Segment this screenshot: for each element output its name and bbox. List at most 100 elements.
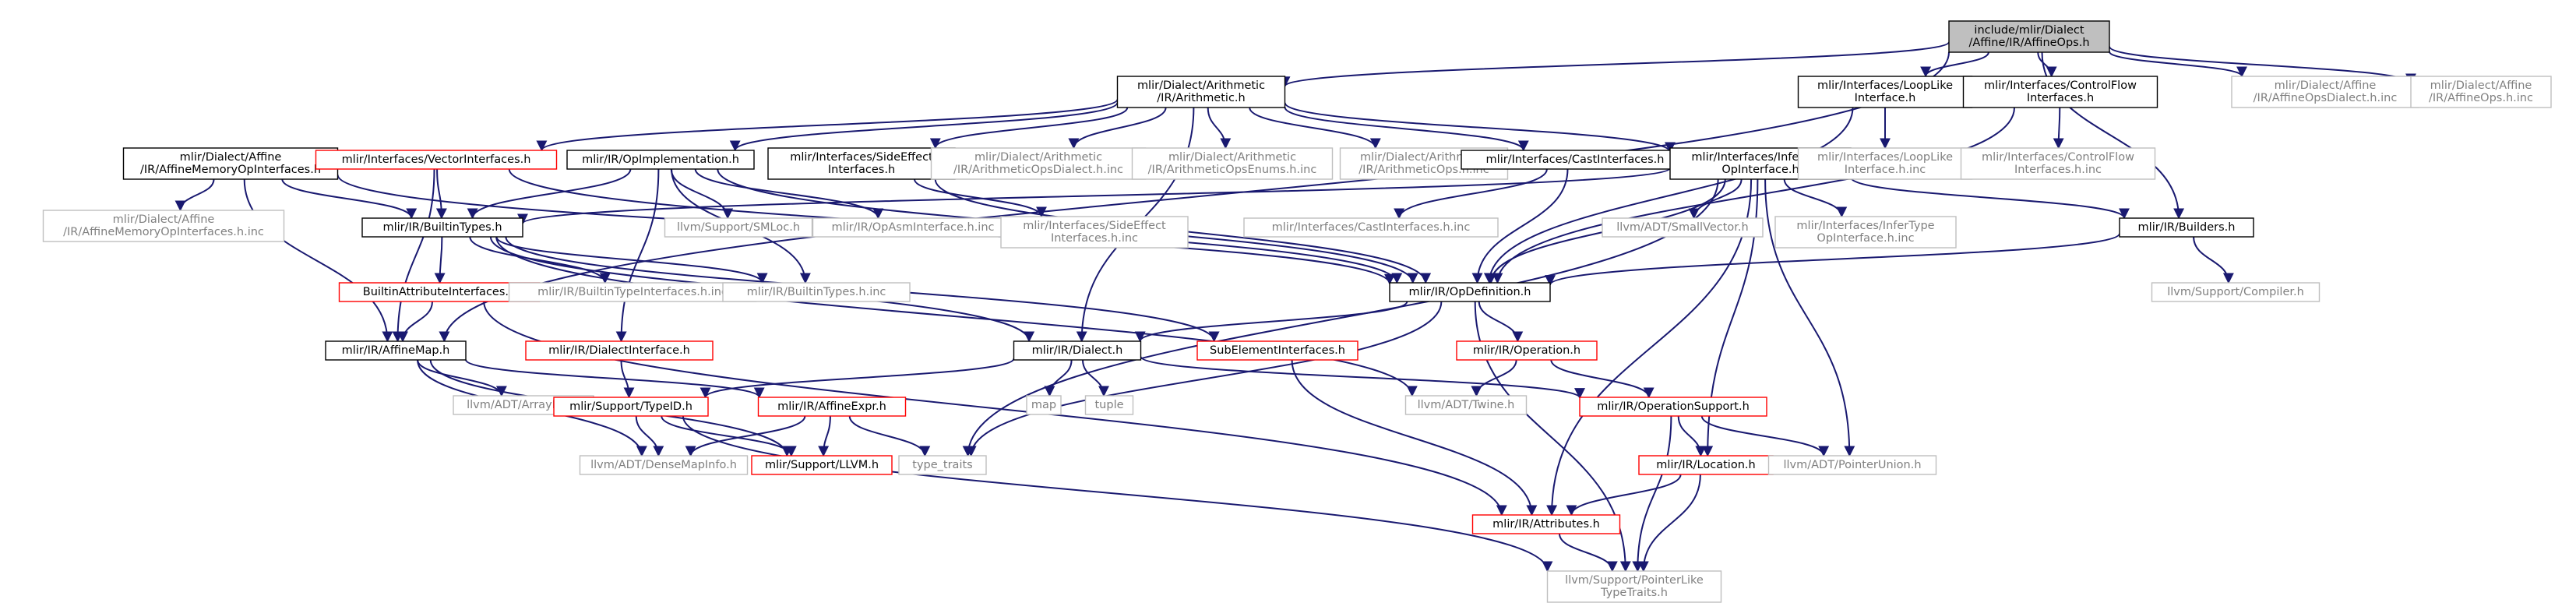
node-mlir-ir-builtintypes-h-inc[interactable]: mlir/IR/BuiltinTypes.h.inc [722, 282, 911, 302]
edge-affinemap-to-affineexpr [465, 359, 765, 399]
edge-dialect-to-map [1044, 359, 1073, 397]
node-box [898, 455, 987, 475]
edge-operation-to-opsupport [1550, 359, 1654, 399]
edge-affmemop-to-affinemap [243, 178, 393, 343]
node-mlir-interfaces-vectorinterfaces-h[interactable]: mlir/Interfaces/VectorInterfaces.h [315, 150, 558, 170]
node-mlir-interfaces-infertypeopinterface-h-inc[interactable]: mlir/Interfaces/InferTypeOpInterface.h.i… [1774, 216, 1957, 249]
edge-infertype-to-infertypeinc [1783, 178, 1848, 218]
node-box [1389, 282, 1551, 302]
node-include-mlir-dialect-affine-ir-affineops-h[interactable]: include/mlir/Dialect/Affine/IR/AffineOps… [1948, 20, 2110, 53]
edge-opimpl-to-smloc [670, 168, 734, 220]
node-box [361, 217, 523, 238]
node-label-line: /IR/ArithmeticOpsEnums.h.inc [1148, 164, 1317, 176]
node-mlir-ir-operationsupport-h[interactable]: mlir/IR/OperationSupport.h [1579, 397, 1767, 417]
node-subelementinterfaces-h[interactable]: SubElementInterfaces.h [1196, 340, 1358, 361]
edge-castif-to-castifinc [1394, 168, 1548, 220]
node-label-line: mlir/Interfaces/ControlFlow [1984, 79, 2137, 92]
node-mlir-ir-builders-h[interactable]: mlir/IR/Builders.h [2119, 217, 2254, 238]
edge-location-to-pointerliketypetraits [1637, 474, 1701, 573]
node-llvm-adt-pointerunion-h[interactable]: llvm/ADT/PointerUnion.h [1767, 455, 1937, 475]
node-mlir-interfaces-sideeffectinterfaces-h-inc[interactable]: mlir/Interfaces/SideEffectInterfaces.h.i… [1000, 216, 1189, 249]
node-mlir-dialect-affine-ir-affineopsdialect-h-inc[interactable]: mlir/Dialect/Affine/IR/AffineOpsDialect.… [2231, 76, 2419, 108]
edge-root-to-controlflow [2037, 51, 2057, 78]
node-mlir-dialect-affine-ir-affineops-h-inc[interactable]: mlir/Dialect/Affine/IR/AffineOps.h.inc [2410, 76, 2552, 108]
node-label-line: Interfaces.h.inc [1051, 232, 1138, 245]
node-box [1404, 395, 1528, 415]
node-label-line: mlir/Support/TypeID.h [569, 400, 692, 413]
node-mlir-ir-dialectinterface-h[interactable]: mlir/IR/DialectInterface.h [525, 340, 714, 361]
edge-vectorif-to-builtintypes [435, 168, 447, 220]
node-box [1774, 216, 1957, 249]
node-mlir-dialect-arithmetic-ir-arithmetic-h[interactable]: mlir/Dialect/Arithmetic/IR/Arithmetic.h [1116, 76, 1286, 108]
node-mlir-support-typeid-h[interactable]: mlir/Support/TypeID.h [553, 397, 709, 417]
edge-arith-to-arithopsinc [1249, 107, 1381, 150]
node-label-line: OpInterface.h.inc [1817, 232, 1914, 245]
edge-arith-to-infertype [1284, 102, 1676, 153]
node-llvm-adt-smallvector-h[interactable]: llvm/ADT/SmallVector.h [1602, 217, 1764, 238]
node-mlir-ir-builtintypes-h[interactable]: mlir/IR/BuiltinTypes.h [361, 217, 523, 238]
node-tuple[interactable]: tuple [1084, 395, 1134, 415]
node-mlir-interfaces-castinterfaces-h-inc[interactable]: mlir/Interfaces/CastInterfaces.h.inc [1243, 217, 1499, 238]
node-label-line: SubElementInterfaces.h [1210, 344, 1345, 357]
node-box [122, 147, 339, 180]
edge-builders-to-compiler [2193, 236, 2234, 284]
node-label-line: mlir/Interfaces/CastInterfaces.h.inc [1272, 221, 1471, 234]
node-mlir-support-llvm-h[interactable]: mlir/Support/LLVM.h [751, 455, 893, 475]
node-label-line: /IR/ArithmeticOps.h.inc [1358, 164, 1489, 176]
node-mlir-ir-builtintypeinterfaces-h-inc[interactable]: mlir/IR/BuiltinTypeInterfaces.h.inc [508, 282, 757, 302]
node-llvm-adt-densemapinfo-h[interactable]: llvm/ADT/DenseMapInfo.h [579, 455, 749, 475]
node-label-line: mlir/Interfaces/LoopLike [1817, 151, 1953, 164]
node-mlir-ir-location-h[interactable]: mlir/IR/Location.h [1638, 455, 1774, 475]
node-mlir-ir-affineexpr-h[interactable]: mlir/IR/AffineExpr.h [757, 397, 907, 417]
node-box [1767, 455, 1937, 475]
node-mlir-ir-operation-h[interactable]: mlir/IR/Operation.h [1456, 340, 1598, 361]
edge-arith-to-arithdialectinc [1068, 107, 1167, 150]
node-llvm-adt-twine-h[interactable]: llvm/ADT/Twine.h [1404, 395, 1528, 415]
edge-attributes-to-pointerliketypetraits [1559, 533, 1618, 573]
node-mlir-dialect-arithmetic-ir-arithmeticopsenums-h-inc[interactable]: mlir/Dialect/Arithmetic/IR/ArithmeticOps… [1131, 147, 1334, 180]
node-box [2151, 282, 2321, 302]
node-label-line: llvm/ADT/ArrayRef.h [467, 399, 580, 411]
node-mlir-ir-dialect-h[interactable]: mlir/IR/Dialect.h [1013, 340, 1142, 361]
edge-arith-to-arithenumsinc [1207, 107, 1232, 150]
node-label-line: mlir/IR/OpDefinition.h [1409, 286, 1531, 298]
node-mlir-interfaces-castinterfaces-h[interactable]: mlir/Interfaces/CastInterfaces.h [1461, 150, 1690, 170]
node-mlir-ir-opimplementation-h[interactable]: mlir/IR/OpImplementation.h [566, 150, 755, 170]
node-mlir-ir-affinemap-h[interactable]: mlir/IR/AffineMap.h [325, 340, 467, 361]
node-label-line: mlir/Dialect/Arithmetic [974, 151, 1102, 164]
node-llvm-support-compiler-h[interactable]: llvm/Support/Compiler.h [2151, 282, 2321, 302]
node-mlir-dialect-arithmetic-ir-arithmeticopsdialect-h-inc[interactable]: mlir/Dialect/Arithmetic/IR/ArithmeticOps… [930, 147, 1147, 180]
edge-affineexpr-to-llvmh [818, 415, 831, 457]
node-map[interactable]: map [1026, 395, 1062, 415]
node-mlir-dialect-affine-ir-affinememoryopinterfaces-h-inc[interactable]: mlir/Dialect/Affine/IR/AffineMemoryOpInt… [42, 210, 285, 242]
node-label-line: map [1031, 399, 1056, 411]
node-type-traits[interactable]: type_traits [898, 455, 987, 475]
node-label-line: mlir/IR/Location.h [1656, 459, 1755, 471]
node-label-line: mlir/Interfaces/ControlFlow [1982, 151, 2134, 164]
edge-arith-to-vectorif [536, 98, 1119, 152]
node-label-line: mlir/IR/BuiltinTypeInterfaces.h.inc [537, 286, 728, 298]
node-mlir-ir-attributes-h[interactable]: mlir/IR/Attributes.h [1471, 514, 1621, 534]
node-box [1546, 570, 1722, 603]
node-label-line: /IR/AffineMemoryOpInterfaces.h.inc [63, 226, 264, 238]
node-label-line: /IR/ArithmeticOpsDialect.h.inc [953, 164, 1123, 176]
node-label-line: mlir/Dialect/Affine [2430, 79, 2532, 92]
node-mlir-dialect-affine-ir-affinememoryopinterfaces-h[interactable]: mlir/Dialect/Affine/IR/AffineMemoryOpInt… [122, 147, 339, 180]
edge-controlflow-to-controlflowinc [2053, 107, 2064, 150]
node-mlir-ir-opasminterface-h-inc[interactable]: mlir/IR/OpAsmInterface.h.inc [812, 217, 1014, 238]
node-mlir-ir-opdefinition-h[interactable]: mlir/IR/OpDefinition.h [1389, 282, 1551, 302]
edge-infertype-to-builtintypes [517, 167, 1671, 225]
edge-typeid-to-densemapinfo [635, 415, 664, 457]
node-mlir-interfaces-controlflowinterfaces-h-inc[interactable]: mlir/Interfaces/ControlFlowInterfaces.h.… [1960, 147, 2156, 180]
node-label-line: mlir/IR/BuiltinTypes.h.inc [747, 286, 886, 298]
node-box [1602, 217, 1764, 238]
node-label-line: mlir/Interfaces/InferType [1796, 220, 1934, 232]
edge-arith-to-opimpl [729, 102, 1119, 152]
node-llvm-support-smloc-h[interactable]: llvm/Support/SMLoc.h [664, 217, 813, 238]
